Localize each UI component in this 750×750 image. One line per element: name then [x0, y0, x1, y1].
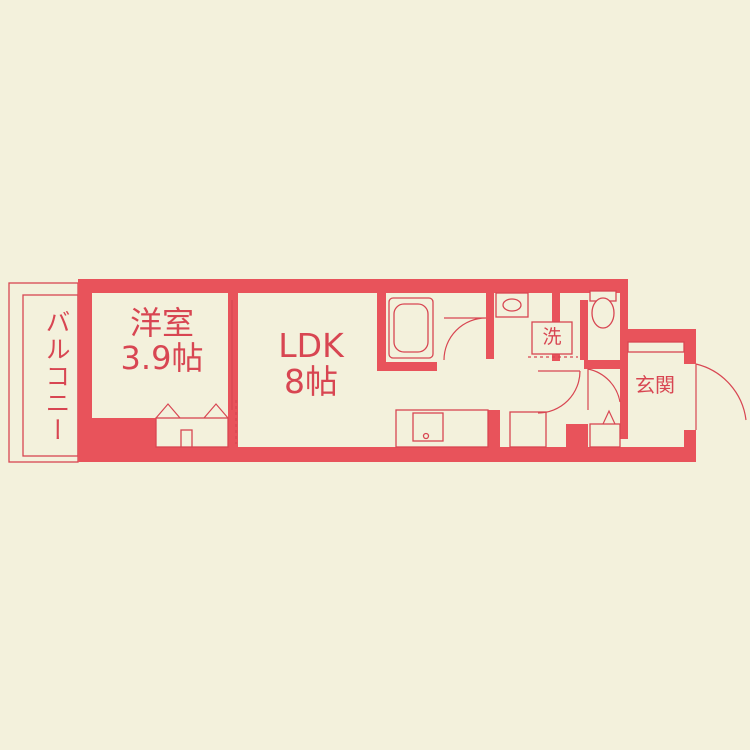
shoe-door — [602, 409, 616, 425]
shoe-storage — [589, 423, 621, 448]
wall-bath-left — [377, 279, 386, 371]
fridge-space — [509, 411, 547, 448]
kitchen-faucet — [422, 432, 430, 440]
closet-inner — [180, 429, 193, 448]
wall-toilet-right — [620, 279, 628, 439]
wall-wash-right — [552, 279, 560, 361]
laundry-label: 洗 — [537, 327, 567, 348]
bedroom-size: 3.9帖 — [120, 338, 204, 377]
door-bath — [443, 317, 487, 361]
washing-machine-area — [531, 321, 573, 355]
washbasin-bowl — [502, 298, 522, 312]
fixtures — [155, 290, 685, 448]
ldk-size: 8帖 — [284, 361, 338, 401]
wall-left — [78, 279, 92, 462]
bedroom-label: 洋室 3.9帖 — [92, 306, 232, 375]
ldk-label: LDK 8帖 — [246, 328, 376, 399]
entrance-step — [627, 341, 685, 353]
wall-mid-horizontal — [584, 360, 628, 369]
wall-entrance-top — [628, 329, 696, 342]
balcony-label: バルコニー — [36, 306, 71, 446]
laundry-name: 洗 — [542, 326, 562, 348]
door-entrance — [695, 363, 747, 430]
closet-door-right — [203, 403, 229, 419]
wall-entrance-right-bottom — [684, 430, 696, 462]
door-toilet — [587, 368, 621, 410]
toilet-bowl — [591, 297, 615, 329]
door-wash — [537, 370, 581, 414]
wall-bath-right — [486, 279, 494, 359]
doors — [155, 300, 747, 444]
entrance-name: 玄関 — [635, 373, 675, 397]
wall-bottom — [78, 447, 696, 462]
balcony-name: バルコニー — [42, 308, 71, 444]
wall-bath-bottom — [377, 362, 437, 371]
wall-top — [78, 279, 626, 293]
wall-bedroom-ldk — [228, 279, 238, 462]
walls — [78, 279, 696, 462]
bathtub-inner — [393, 303, 429, 353]
pillar-entrance — [566, 424, 588, 462]
closet-door-left — [155, 403, 181, 419]
wall-entrance-right — [684, 329, 696, 364]
pillar-kitchen — [486, 410, 500, 462]
bedroom-name: 洋室 — [129, 304, 194, 342]
wall-block-left — [78, 418, 156, 462]
wall-toilet-left — [580, 300, 588, 360]
ldk-name: LDK — [278, 326, 344, 365]
entrance-label: 玄関 — [625, 373, 685, 397]
